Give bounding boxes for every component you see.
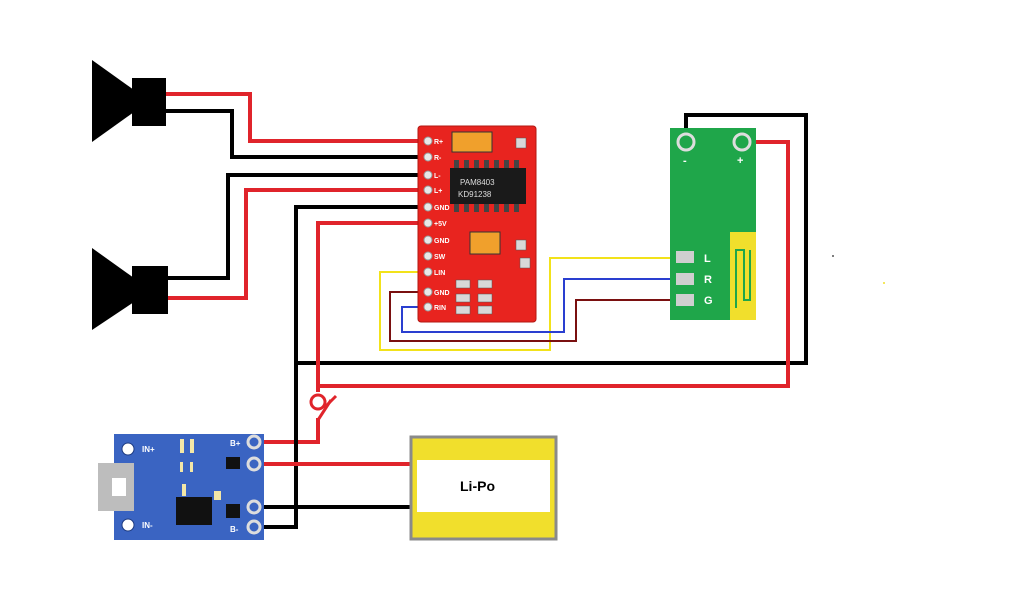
pin-label-l-minus: L-	[434, 173, 441, 180]
speaker-icon	[92, 60, 134, 142]
pin-label-gnd-sw: GND	[434, 238, 450, 245]
wire-switch-bplus	[254, 418, 320, 444]
battery-label: Li-Po	[460, 478, 495, 494]
pin-label-r-plus: R+	[434, 139, 443, 146]
speaker-icon	[92, 248, 134, 330]
pin-label-r-minus: R-	[434, 155, 442, 162]
charger-label-b-minus: B-	[230, 525, 239, 534]
chip-label-line2: KD91238	[458, 190, 492, 199]
bt-pin-label-r: R	[704, 274, 712, 286]
pin-label-rin: RIN	[434, 305, 446, 312]
charger-label-b-plus: B+	[230, 439, 241, 448]
amplifier-chip: PAM8403 KD91238	[450, 168, 526, 204]
pin-label-gnd-power: GND	[434, 205, 450, 212]
amplifier-board: PAM8403 KD91238	[417, 125, 537, 323]
pin-label-5v: +5V	[434, 221, 447, 228]
wire-signal-brown	[389, 291, 686, 342]
pin-label-sw: SW	[434, 254, 446, 261]
bt-label-plus: +	[737, 155, 743, 167]
charger-label-in-plus: IN+	[142, 445, 155, 454]
wire-top-speaker-black	[166, 109, 428, 159]
speaker-top	[92, 60, 166, 142]
speaker-wires	[166, 92, 428, 300]
bluetooth-module: - + L R G	[670, 128, 756, 320]
chip-label-line1: PAM8403	[460, 178, 495, 187]
wire-bottom-speaker-black	[168, 173, 428, 280]
signal-wires	[379, 257, 686, 351]
wire-amp-gnd	[294, 113, 808, 365]
bt-label-minus: -	[683, 155, 687, 167]
amp-pins: R+ R- L- L+ GND +5V GND SW LIN GND RIN	[423, 136, 450, 312]
lipo-battery: Li-Po	[409, 435, 558, 541]
wire-top-speaker-red	[166, 92, 428, 143]
power-wires	[254, 113, 808, 529]
charger-label-in-minus: IN-	[142, 521, 153, 530]
wire-gnd-bminus	[254, 363, 298, 529]
speaker-bottom	[92, 248, 168, 330]
bt-pin-label-g: G	[704, 295, 713, 307]
pin-label-lin: LIN	[434, 270, 445, 277]
switch-icon	[309, 393, 338, 421]
wire-signal-yellow	[379, 257, 686, 351]
charger-module: IN+ IN- B+ B-	[98, 434, 264, 540]
wire-bottom-speaker-red	[168, 188, 428, 300]
bt-pin-label-l: L	[704, 253, 711, 265]
pin-label-l-plus: L+	[434, 188, 442, 195]
wire-amp-5v	[316, 221, 428, 392]
pin-label-gnd-signal: GND	[434, 290, 450, 297]
wire-bt-plus	[318, 140, 790, 388]
wire-signal-blue	[401, 278, 686, 333]
